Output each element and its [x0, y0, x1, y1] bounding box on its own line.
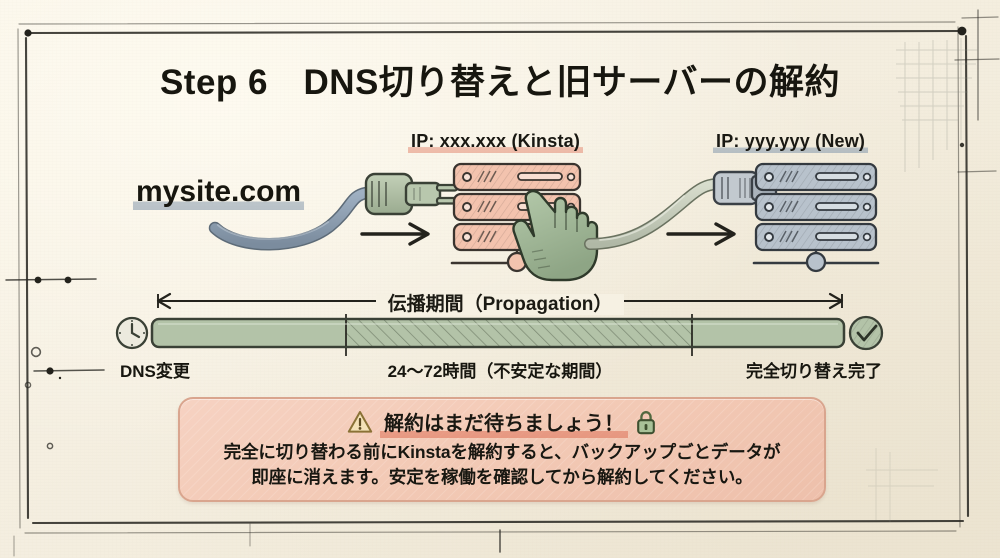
warning-callout-box: 解約はまだ待ちましょう！ 完全に切り替わる前にKinstaを解約すると、バックア… [178, 397, 826, 502]
timeline-label-end: 完全切り替え完了 [746, 362, 882, 381]
warning-body: 完全に切り替わる前にKinstaを解約すると、バックアップごとデータが 即座に消… [180, 440, 824, 489]
domain-label-text: mysite.com [133, 175, 305, 210]
power-plug-icon [364, 172, 459, 216]
new-server-cable [584, 178, 722, 250]
timeline-label-middle: 24〜72時間（不安定な期間） [387, 362, 613, 381]
domain-cable [208, 186, 373, 251]
propagation-caption: 伝播期間（Propagation） [0, 289, 1000, 316]
new-server-ip-text: IP: yyy.yyy (New) [713, 131, 869, 153]
new-server-stack-icon [752, 162, 880, 273]
domain-node-label: mysite.com [133, 175, 305, 210]
old-server-ip-text: IP: xxx.xxx (Kinsta) [408, 131, 584, 153]
timeline-label-start: DNS変更 [120, 362, 190, 381]
padlock-icon [637, 410, 655, 434]
warning-heading-text: 解約はまだ待ちましょう！ [380, 406, 628, 438]
arrow-right-icon-1 [360, 222, 430, 246]
check-circle-icon [848, 315, 884, 351]
warning-body-line2: 即座に消えます。安定を稼働を確認してから解約してください。 [251, 466, 753, 487]
pointing-hand-icon [512, 189, 599, 282]
propagation-caption-text: 伝播期間（Propagation） [375, 294, 625, 315]
old-server-ip-label: IP: xxx.xxx (Kinsta) [408, 131, 584, 153]
page-title: Step 6 DNS切り替えと旧サーバーの解約 [159, 63, 841, 102]
arrow-right-icon-2 [666, 222, 736, 246]
new-server-ip-label: IP: yyy.yyy (New) [713, 131, 869, 153]
warning-body-line1: 完全に切り替わる前にKinstaを解約すると、バックアップごとデータが [223, 442, 781, 462]
propagation-timeline-bar [150, 314, 846, 356]
warning-triangle-icon [347, 411, 373, 433]
warning-heading-row: 解約はまだ待ちましょう！ [180, 406, 824, 438]
clock-icon [115, 316, 149, 350]
